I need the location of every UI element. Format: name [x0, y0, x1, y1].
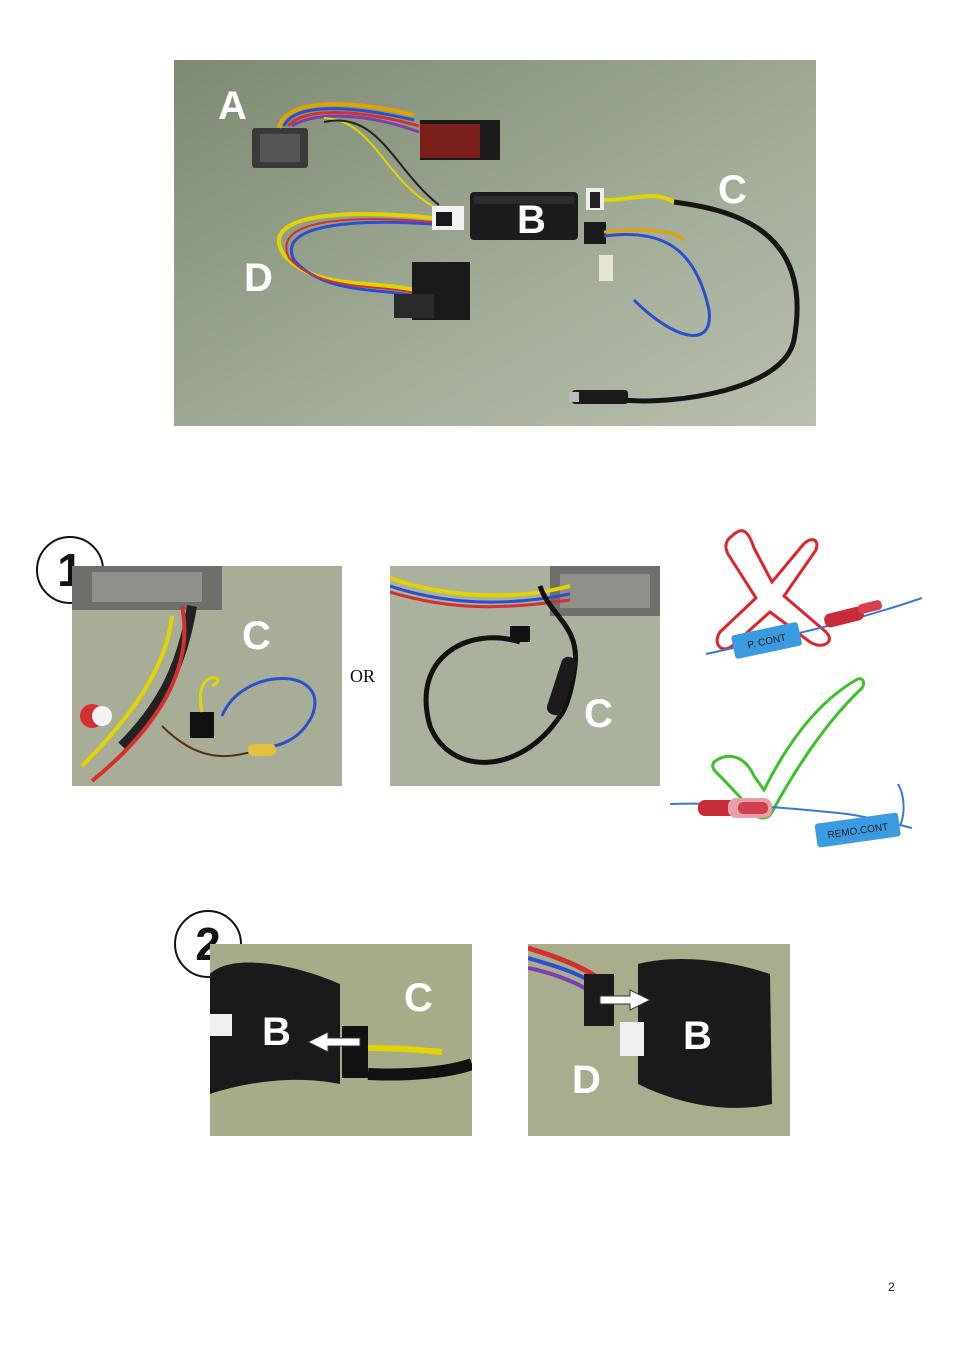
step1-right-photo [390, 566, 660, 786]
harness-overview-illustration [174, 60, 816, 426]
label-a: A [218, 86, 247, 126]
step1-left-photo [72, 566, 342, 786]
or-text: OR [350, 666, 375, 687]
step2-right-illustration [528, 944, 790, 1136]
step1-left-illustration [72, 566, 342, 786]
correct-connection-svg: REMO.CONT [668, 672, 918, 848]
step2-right-label-b: B [683, 1016, 712, 1056]
label-b: B [517, 200, 546, 240]
label-d: D [244, 258, 273, 298]
step1-left-label-c: C [242, 616, 271, 656]
step1-right-illustration [390, 566, 660, 786]
step2-left-illustration [210, 944, 472, 1136]
page-number: 2 [888, 1280, 895, 1294]
step2-left-label-c: C [404, 978, 433, 1018]
harness-overview-photo [174, 60, 816, 426]
step1-right-label-c: C [584, 694, 613, 734]
step2-left-photo [210, 944, 472, 1136]
step2-right-photo [528, 944, 790, 1136]
step2-left-label-b: B [262, 1012, 291, 1052]
correct-connection-illustration: REMO.CONT [668, 672, 918, 848]
label-c: C [718, 170, 747, 210]
step2-right-label-d: D [572, 1060, 601, 1100]
wrong-connection-illustration: P. CONT [700, 520, 930, 670]
wrong-connection-svg: P. CONT [700, 520, 930, 670]
